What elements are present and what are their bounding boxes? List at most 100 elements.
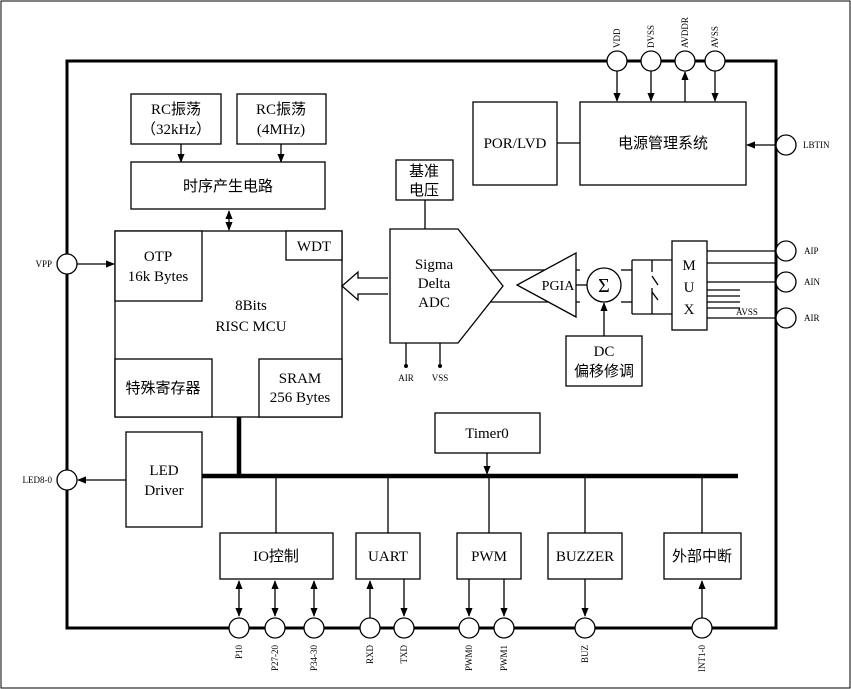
led-label-1: LED: [149, 463, 178, 479]
wdt-block: [285, 230, 343, 261]
aip-pin: [775, 240, 797, 262]
sigma-symbol: Σ: [598, 275, 610, 297]
uart-block: UART: [355, 532, 421, 580]
switch-network: [621, 259, 672, 315]
rc4-label-2: (4MHz): [257, 122, 305, 138]
adc-label-1: Sigma: [415, 257, 454, 273]
io-label: IO控制: [253, 548, 299, 565]
p10-pin: [228, 617, 250, 639]
avss-top-pin: [704, 50, 726, 72]
dvss-pin: [640, 50, 662, 72]
sram-block: [258, 358, 343, 418]
pgia-label: PGIA: [542, 279, 576, 294]
adc-label-2: Delta: [418, 276, 451, 292]
lbtin-label: LBTIN: [803, 140, 830, 150]
avddr-pin: [674, 50, 696, 72]
p10-label: P10: [234, 645, 244, 660]
pwm1-pin: [493, 617, 515, 639]
vpp-label: VPP: [35, 259, 52, 269]
air-label: AIR: [804, 313, 820, 323]
dc-label-2: 偏移修调: [574, 363, 634, 380]
avss-mux-label: AVSS: [736, 307, 758, 317]
pwm1-label: PWM1: [499, 645, 509, 671]
mux-label-u: U: [684, 280, 695, 296]
mcu-label-1: 8Bits: [235, 298, 267, 314]
otp-label-1: OTP: [144, 249, 172, 265]
int-pin: [691, 617, 713, 639]
sram-label-1: SRAM: [279, 371, 322, 387]
led-pin: [56, 469, 78, 491]
porlvd-label: POR/LVD: [484, 136, 547, 152]
adc-air-dot: [404, 364, 408, 368]
timing-label: 时序产生电路: [183, 178, 273, 195]
adc-label-3: ADC: [418, 295, 450, 311]
mux-block: M U X: [671, 240, 708, 331]
dc-offset-block: DC 偏移修调: [565, 335, 643, 387]
uart-label: UART: [368, 549, 408, 565]
mcu-label-2: RISC MCU: [215, 319, 286, 335]
pwm0-pin: [458, 617, 480, 639]
p34-pin: [303, 617, 325, 639]
pwm-label: PWM: [471, 549, 507, 565]
wdt-label: WDT: [297, 239, 331, 255]
mcu-block: OTP 16k Bytes WDT 8Bits RISC MCU 特殊寄存器 S…: [114, 230, 343, 418]
pgia-block: PGIA: [515, 251, 577, 319]
mux-label-x: X: [684, 302, 695, 318]
vpp-pin: [56, 253, 78, 275]
pwm-block: PWM: [456, 532, 522, 580]
lbtin-pin: [775, 134, 797, 156]
pwm0-label: PWM0: [464, 645, 474, 672]
vref-label-1: 基准: [409, 163, 439, 180]
ain-label: AIN: [804, 277, 820, 287]
adc-vss-label: VSS: [432, 373, 449, 383]
adc-vss-dot: [438, 364, 442, 368]
rc32-label-1: RC振荡: [151, 101, 201, 118]
vref-label-2: 电压: [409, 182, 439, 199]
led-label-2: Driver: [144, 483, 183, 499]
air-pin: [775, 307, 797, 329]
avss-top-label: AVSS: [710, 26, 720, 48]
sigma-delta-adc-block: Sigma Delta ADC: [389, 228, 504, 344]
avddr-label: AVDDR: [680, 17, 690, 48]
txd-pin: [393, 617, 415, 639]
adc-to-mcu-arrow: [341, 270, 388, 302]
vdd-pin: [606, 50, 628, 72]
sfr-block: [114, 358, 213, 418]
dvss-label: DVSS: [646, 25, 656, 48]
buz-pin: [574, 617, 596, 639]
timer0-label: Timer0: [465, 426, 509, 442]
otp-label-2: 16k Bytes: [128, 269, 189, 285]
ext-interrupt-block: 外部中断: [663, 532, 742, 580]
buz-label: BUZ: [580, 645, 590, 663]
rc4-label-1: RC振荡: [256, 101, 306, 118]
led-driver-block: LED Driver: [125, 431, 203, 528]
txd-label: TXD: [399, 645, 409, 664]
ain-pin: [775, 271, 797, 293]
chip-outline: [65, 59, 778, 630]
adc-air-label: AIR: [398, 373, 414, 383]
led-pin-label: LED8-0: [23, 475, 53, 485]
pmu-label: 电源管理系统: [618, 135, 708, 152]
rc32-label-2: （32kHz）: [141, 121, 211, 138]
sram-label-2: 256 Bytes: [270, 390, 331, 406]
timer0-block: Timer0: [434, 412, 541, 454]
rc-osc-32k-block: RC振荡 （32kHz）: [130, 93, 222, 145]
mux-label-m: M: [682, 258, 695, 274]
dc-label-1: DC: [594, 344, 615, 360]
por-lvd-block: POR/LVD: [472, 101, 558, 186]
otp-block: [114, 230, 203, 302]
p27-label: P27-20: [270, 645, 280, 672]
int-label: 外部中断: [672, 548, 732, 565]
rxd-pin: [359, 617, 381, 639]
int-pin-label: INT1-0: [697, 645, 707, 672]
vref-block: 基准 电压: [395, 159, 454, 201]
p27-pin: [264, 617, 286, 639]
sigma-block: Σ: [586, 267, 622, 303]
aip-label: AIP: [804, 246, 819, 256]
rxd-label: RXD: [365, 645, 375, 665]
io-control-block: IO控制: [219, 532, 334, 580]
sfr-label: 特殊寄存器: [125, 379, 200, 397]
vdd-label: VDD: [612, 28, 622, 48]
